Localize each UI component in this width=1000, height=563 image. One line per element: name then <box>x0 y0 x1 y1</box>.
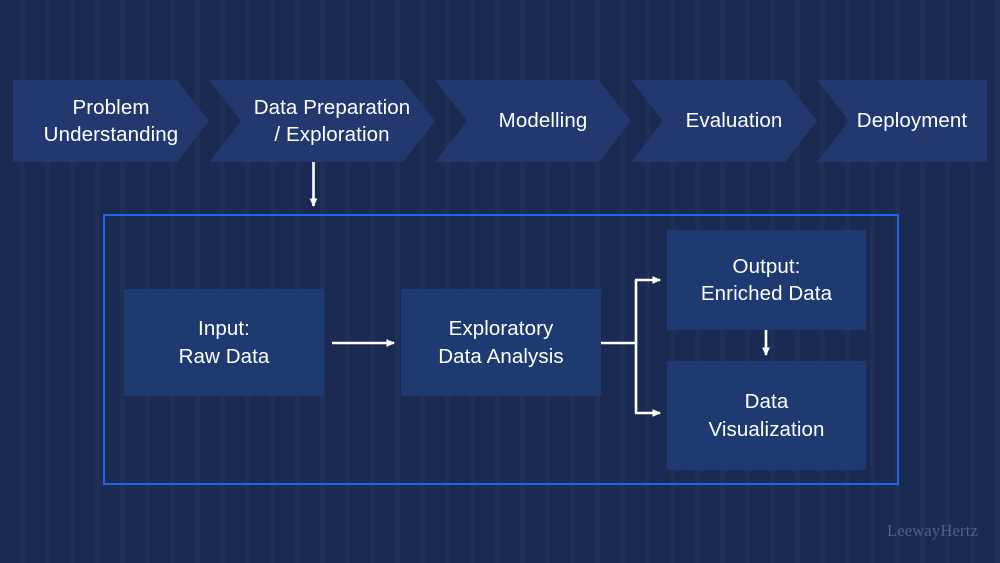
phase-chevron-modelling[interactable]: Modelling <box>435 80 631 162</box>
process-box-label: Input: Raw Data <box>178 317 270 368</box>
process-box-output-enriched-data[interactable]: Output: Enriched Data <box>667 230 866 330</box>
process-box-input-raw-data[interactable]: Input: Raw Data <box>124 289 324 396</box>
phase-chevron-data-preparation-exploration[interactable]: Data Preparation / Exploration <box>209 80 435 162</box>
phase-chevron-deployment[interactable]: Deployment <box>817 80 987 162</box>
process-box-label: Data Visualization <box>708 390 825 441</box>
phase-label: Deployment <box>856 109 968 133</box>
process-box-exploratory-data-analysis[interactable]: Exploratory Data Analysis <box>401 289 601 396</box>
lifecycle-phase-banner: Problem Understanding Data Preparation /… <box>13 80 987 162</box>
phase-label: Evaluation <box>685 109 783 133</box>
phase-label: Problem Understanding <box>43 95 179 146</box>
phase-chevron-problem-understanding[interactable]: Problem Understanding <box>13 80 209 162</box>
watermark-leewayhertz: LeewayHertz <box>886 521 978 540</box>
phase-label: Data Preparation / Exploration <box>253 95 411 146</box>
phase-label: Modelling <box>498 109 588 133</box>
phase-chevron-evaluation[interactable]: Evaluation <box>631 80 817 162</box>
eda-detail-container <box>103 214 899 485</box>
process-box-label: Exploratory Data Analysis <box>438 317 564 368</box>
process-box-data-visualization[interactable]: Data Visualization <box>667 361 866 470</box>
process-box-label: Output: Enriched Data <box>700 254 833 305</box>
